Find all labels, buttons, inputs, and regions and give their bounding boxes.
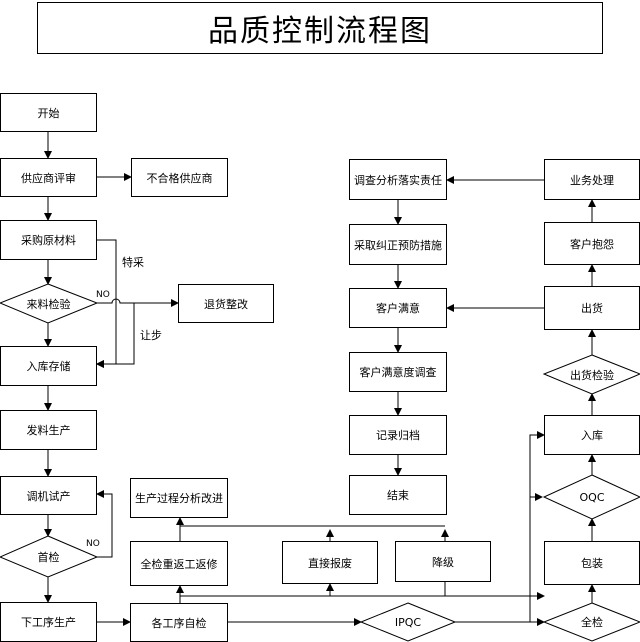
label-special-purchase: 特采 — [122, 256, 144, 269]
node-incoming-inspection: 来料检验 — [26, 297, 71, 311]
node-oqc: OQC — [579, 490, 605, 504]
diamond-ipqc-shape — [359, 602, 457, 642]
node-full-rework: 全检重返工返修 — [130, 541, 228, 586]
node-self-inspection: 各工序自检 — [130, 603, 228, 642]
diamond-full-shape — [542, 602, 640, 642]
node-business-handle: 业务处理 — [544, 159, 640, 200]
node-full-inspection: 全检 — [581, 616, 603, 629]
node-supplier-review: 供应商评审 — [0, 158, 97, 197]
node-corrective: 采取纠正预防措施 — [349, 224, 447, 265]
node-first-inspection: 首检 — [37, 550, 60, 564]
diamond-first-shape — [0, 535, 99, 578]
label-concession: 让步 — [140, 329, 162, 342]
node-end: 结束 — [349, 475, 447, 515]
label-no-first: NO — [86, 539, 100, 549]
node-satisfaction-survey: 客户满意度调查 — [349, 352, 447, 392]
node-purchase: 采购原材料 — [0, 220, 97, 260]
node-satisfied: 客户满意 — [349, 288, 447, 328]
node-shipment: 出货 — [544, 286, 640, 330]
node-downgrade: 降级 — [395, 541, 491, 582]
node-next-process: 下工序生产 — [0, 602, 97, 642]
node-material-issue: 发料生产 — [0, 410, 97, 450]
diamond-oqc-shape — [542, 474, 640, 520]
node-unqualified-supplier: 不合格供应商 — [131, 158, 228, 197]
node-storage: 入库 — [544, 415, 640, 455]
node-process-improve: 生产过程分析改进 — [130, 478, 228, 518]
node-ipqc: IPQC — [394, 615, 422, 629]
node-record-archive: 记录归档 — [349, 415, 447, 455]
node-trial-run: 调机试产 — [0, 476, 97, 515]
node-customer-complaint: 客户抱怨 — [544, 222, 640, 265]
node-start: 开始 — [0, 93, 97, 132]
node-shipment-inspection: 出货检验 — [570, 368, 614, 382]
node-warehouse-in: 入库存储 — [0, 346, 97, 386]
label-no-incoming: NO — [96, 290, 110, 300]
diamond-shipment-inspect-shape — [542, 354, 640, 395]
diamond-incoming-shape — [0, 283, 99, 324]
node-packaging: 包装 — [544, 541, 640, 585]
node-return-rectify: 退货整改 — [178, 284, 274, 323]
node-investigate: 调查分析落实责任 — [349, 159, 447, 200]
page-title: 品质控制流程图 — [37, 2, 603, 54]
node-direct-scrap: 直接报废 — [282, 541, 378, 584]
